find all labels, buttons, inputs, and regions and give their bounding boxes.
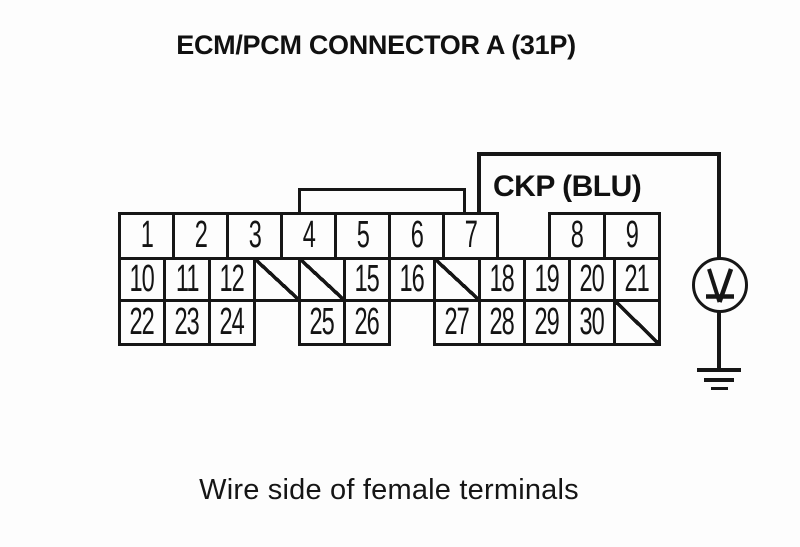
blank-cell (433, 257, 481, 302)
ground-bar (697, 368, 741, 372)
pin-number: 23 (174, 300, 200, 343)
pin-number: 21 (624, 257, 650, 300)
pin-cell-16: 16 (388, 257, 436, 302)
ground-bar (711, 387, 728, 390)
pin-cell-30: 30 (568, 299, 616, 346)
pin-number: 1 (140, 214, 153, 256)
pin-cell-20: 20 (568, 257, 616, 302)
pin-number: 9 (625, 214, 639, 256)
blank-cell (298, 257, 346, 302)
pin-cell-10: 10 (118, 257, 166, 302)
pin-number: 25 (309, 300, 335, 343)
pin-number: 8 (570, 214, 584, 256)
pin-cell-15: 15 (343, 257, 391, 302)
pin-cell-2: 2 (172, 212, 229, 260)
pin-cell-7: 7 (442, 212, 499, 260)
wire-label-ckp: CKP (BLU) (493, 170, 642, 203)
pin-cell-12: 12 (208, 257, 256, 302)
connector-key-tab (298, 188, 466, 215)
wire-ckp-horizontal (477, 152, 721, 156)
caption: Wire side of female terminals (199, 474, 579, 506)
pin-cell-5: 5 (334, 212, 391, 260)
pin-cell-26: 26 (343, 299, 391, 346)
pin-cell-9: 9 (603, 212, 661, 260)
pin-cell-6: 6 (388, 212, 445, 260)
pin-cell-8: 8 (548, 212, 606, 260)
pin-number: 26 (354, 300, 380, 343)
pin-number: 20 (579, 257, 605, 300)
pin-cell-23: 23 (163, 299, 211, 346)
pin-cell-25: 25 (298, 299, 346, 346)
pin-number: 3 (248, 214, 261, 256)
blank-cell (253, 257, 301, 302)
pin-number: 10 (129, 257, 155, 300)
pin-number: 16 (399, 257, 425, 300)
pin-number: 11 (175, 257, 200, 300)
pin-cell-18: 18 (478, 257, 526, 302)
pin-cell-27: 27 (433, 299, 481, 346)
pin-cell-28: 28 (478, 299, 526, 346)
pin-number: 15 (354, 257, 380, 300)
pin-number: 24 (219, 300, 245, 343)
pin-cell-3: 3 (226, 212, 283, 260)
pin-number: 2 (194, 214, 207, 256)
pin-cell-11: 11 (163, 257, 211, 302)
pin-number: 19 (534, 257, 560, 300)
blank-cell (613, 299, 661, 346)
pin-cell-1: 1 (118, 212, 175, 260)
wire-ckp-vertical-from-pin7 (477, 152, 481, 215)
pin-number: 18 (489, 257, 515, 300)
pin-cell-24: 24 (208, 299, 256, 346)
pin-cell-21: 21 (613, 257, 661, 302)
ground-bar (704, 378, 734, 382)
pin-number: 4 (302, 214, 315, 256)
pin-cell-29: 29 (523, 299, 571, 346)
pin-number: 12 (219, 257, 245, 300)
voltmeter-icon (692, 257, 748, 313)
voltmeter-v-glyph (706, 268, 734, 303)
pin-cell-22: 22 (118, 299, 166, 346)
pin-number: 5 (356, 214, 369, 256)
pin-number: 6 (410, 214, 423, 256)
wire-voltmeter-to-ground (717, 311, 721, 371)
pin-cell-19: 19 (523, 257, 571, 302)
pin-number: 30 (579, 300, 605, 343)
pin-number: 29 (534, 300, 560, 343)
pin-number: 27 (444, 300, 470, 343)
pin-number: 22 (129, 300, 155, 343)
wire-ckp-drop-to-voltmeter (717, 152, 721, 260)
pin-number: 28 (489, 300, 515, 343)
page-title: ECM/PCM CONNECTOR A (31P) (176, 30, 576, 60)
pin-number: 7 (464, 214, 477, 256)
pin-cell-4: 4 (280, 212, 337, 260)
